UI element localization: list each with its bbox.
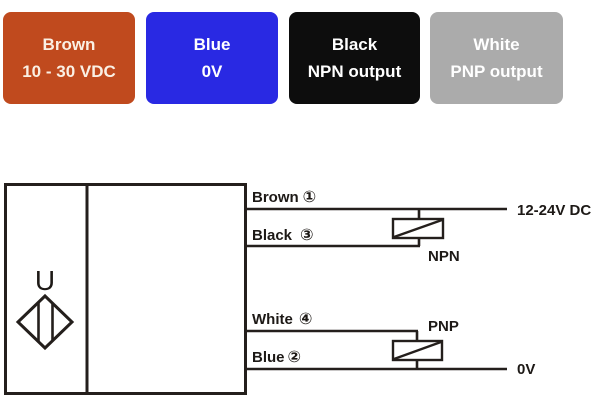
legend-color-function: 0V bbox=[201, 62, 223, 81]
sensor-type-label: U bbox=[35, 265, 55, 296]
npn-label: NPN bbox=[428, 248, 460, 265]
pin-number-1: ① bbox=[303, 189, 317, 206]
legend-item-black: Black NPN output bbox=[289, 12, 420, 104]
ultrasonic-transducer-icon bbox=[15, 293, 75, 351]
legend-item-blue: Blue 0V bbox=[146, 12, 278, 104]
legend-item-white: White PNP output bbox=[430, 12, 563, 104]
legend-color-function: NPN output bbox=[307, 62, 402, 81]
legend-color-function: PNP output bbox=[450, 62, 543, 81]
pin-number-2: ② bbox=[288, 349, 302, 366]
pnp-load-symbol bbox=[391, 331, 444, 369]
legend-item-brown: Brown 10 - 30 VDC bbox=[3, 12, 135, 104]
ground-label: 0V bbox=[517, 361, 535, 378]
pin-number-3: ③ bbox=[300, 227, 314, 244]
legend-color-name: White bbox=[473, 35, 520, 54]
pin-number-4: ④ bbox=[299, 311, 313, 328]
npn-load-symbol bbox=[391, 209, 445, 246]
legend-color-name: Black bbox=[331, 35, 378, 54]
legend-color-name: Brown bbox=[42, 35, 96, 54]
legend-color-function: 10 - 30 VDC bbox=[22, 62, 116, 81]
sensor-body bbox=[4, 183, 247, 395]
supply-voltage-label: 12-24V DC bbox=[517, 202, 591, 219]
legend-color-name: Blue bbox=[193, 35, 231, 54]
pnp-label: PNP bbox=[428, 318, 459, 335]
